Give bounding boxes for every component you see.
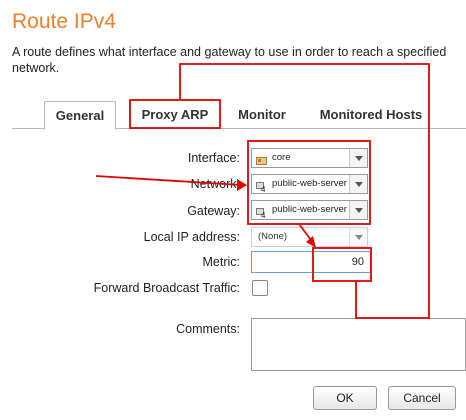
interface-select[interactable]: core bbox=[251, 148, 368, 168]
local-ip-label: Local IP address: bbox=[143, 230, 240, 244]
gateway-select[interactable]: 4 public-web-server bbox=[251, 200, 368, 220]
metric-label: Metric: bbox=[202, 255, 241, 269]
network-label: Network: bbox=[190, 177, 240, 191]
svg-text:4: 4 bbox=[261, 211, 266, 218]
chevron-down-icon[interactable] bbox=[349, 149, 367, 167]
interface-value: core bbox=[272, 152, 291, 163]
comments-textarea[interactable] bbox=[251, 318, 466, 371]
tab-monitored-hosts[interactable]: Monitored Hosts bbox=[319, 107, 423, 122]
svg-text:4: 4 bbox=[261, 185, 266, 192]
ok-button[interactable]: OK bbox=[313, 386, 377, 410]
interface-icon bbox=[256, 153, 267, 165]
gateway-label: Gateway: bbox=[187, 204, 240, 218]
chevron-down-icon[interactable] bbox=[349, 175, 367, 193]
forward-broadcast-checkbox[interactable] bbox=[252, 280, 268, 296]
network-select[interactable]: 4 public-web-server bbox=[251, 174, 368, 194]
address-object-icon: 4 bbox=[256, 205, 267, 220]
comments-label: Comments: bbox=[176, 322, 240, 336]
dialog-title: Route IPv4 bbox=[12, 10, 116, 33]
address-object-icon: 4 bbox=[256, 179, 267, 194]
chevron-down-icon[interactable] bbox=[349, 228, 367, 246]
local-ip-value: (None) bbox=[258, 231, 288, 242]
network-value: public-web-server bbox=[272, 178, 347, 189]
gateway-value: public-web-server bbox=[272, 204, 347, 215]
forward-broadcast-label: Forward Broadcast Traffic: bbox=[93, 281, 240, 295]
local-ip-select[interactable]: (None) bbox=[251, 227, 368, 247]
interface-label: Interface: bbox=[187, 151, 240, 165]
cancel-button[interactable]: Cancel bbox=[388, 386, 456, 410]
chevron-down-icon[interactable] bbox=[349, 201, 367, 219]
dialog-description: A route defines what interface and gatew… bbox=[12, 45, 447, 75]
metric-input[interactable]: 90 bbox=[251, 251, 371, 273]
tab-proxy-arp[interactable]: Proxy ARP bbox=[141, 107, 209, 122]
tab-monitor[interactable]: Monitor bbox=[238, 107, 286, 122]
tab-general[interactable]: General bbox=[44, 101, 116, 130]
